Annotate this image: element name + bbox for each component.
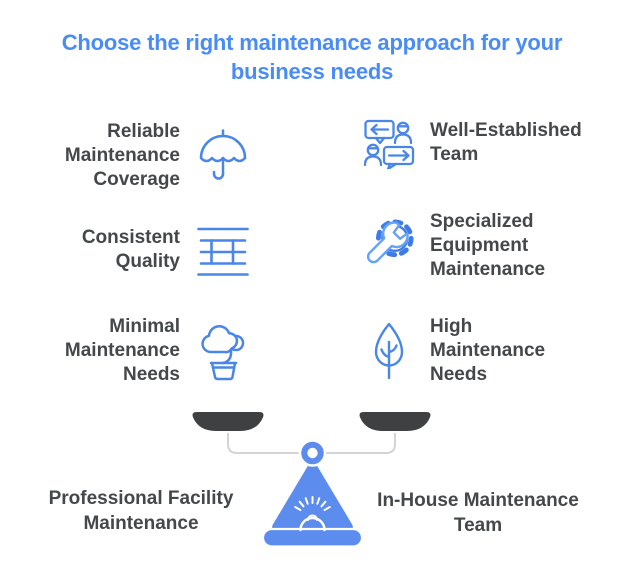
table-lines-icon bbox=[196, 224, 250, 276]
right-pan bbox=[357, 410, 433, 433]
feature-label: High Maintenance Needs bbox=[430, 316, 546, 385]
feature-label: Reliable Maintenance Coverage bbox=[64, 121, 180, 190]
balance-scale-illustration bbox=[190, 410, 433, 548]
feature-label: Well-Established Team bbox=[430, 120, 582, 165]
feature-minimal-maintenance-needs: Minimal Maintenance Needs bbox=[38, 312, 250, 390]
team-chat-icon bbox=[362, 117, 416, 169]
pivot-ring bbox=[298, 439, 327, 467]
scale-option-right: In-House Maintenance Team bbox=[377, 490, 579, 536]
wrench-gear-icon bbox=[362, 218, 416, 274]
umbrella-icon bbox=[196, 127, 250, 185]
page-title: Choose the right maintenance approach fo… bbox=[61, 30, 563, 84]
feature-well-established-team: Well-Established Team bbox=[362, 110, 594, 176]
scale-body bbox=[270, 458, 355, 531]
gauge-dial bbox=[294, 496, 331, 532]
feature-consistent-quality: Consistent Quality bbox=[38, 214, 250, 286]
scale-option-left: Professional Facility Maintenance bbox=[48, 488, 234, 534]
feature-high-maintenance-needs: High Maintenance Needs bbox=[362, 312, 594, 390]
feature-label: Consistent Quality bbox=[81, 227, 180, 272]
feature-specialized-equipment-maintenance: Specialized Equipment Maintenance bbox=[362, 206, 594, 286]
left-pan bbox=[190, 410, 266, 433]
leaf-tree-icon bbox=[362, 321, 416, 381]
feature-label: Minimal Maintenance Needs bbox=[64, 316, 180, 385]
feature-reliable-maintenance-coverage: Reliable Maintenance Coverage bbox=[38, 120, 250, 192]
scale-base bbox=[261, 527, 364, 548]
potted-plant-icon bbox=[196, 321, 250, 381]
feature-label: Specialized Equipment Maintenance bbox=[430, 211, 546, 280]
